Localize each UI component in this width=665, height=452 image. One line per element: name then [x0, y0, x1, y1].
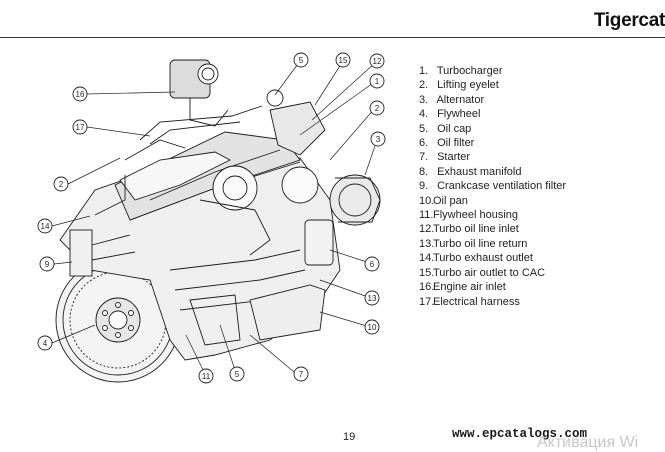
callout-7: 7 — [293, 366, 309, 382]
legend-item: 17.Electrical harness — [419, 295, 520, 308]
legend-item: 3. Alternator — [419, 93, 485, 106]
callout-1: 1 — [369, 73, 385, 89]
svg-text:3: 3 — [376, 135, 381, 144]
legend-item: 7. Starter — [419, 151, 471, 164]
callout-4: 4 — [37, 335, 53, 351]
svg-text:9: 9 — [45, 260, 50, 269]
legend-item: 5. Oil cap — [419, 122, 472, 135]
svg-text:17: 17 — [76, 123, 85, 132]
legend-item: 4. Flywheel — [419, 108, 481, 121]
legend-item: 11.Flywheel housing — [419, 209, 518, 222]
flywheel-drawing — [55, 257, 181, 383]
callout-6: 6 — [364, 256, 380, 272]
svg-text:15: 15 — [339, 56, 348, 65]
svg-text:1: 1 — [375, 77, 380, 86]
leader-lines — [51, 60, 378, 375]
callout-3: 3 — [370, 131, 386, 147]
legend-item: 14.Turbo exhaust outlet — [419, 252, 533, 265]
svg-text:6: 6 — [370, 260, 375, 269]
svg-text:13: 13 — [368, 294, 377, 303]
legend-item: 12.Turbo oil line inlet — [419, 223, 519, 236]
legend-item: 9. Crankcase ventilation filter — [419, 180, 567, 193]
svg-text:16: 16 — [76, 90, 85, 99]
legend-item: 1. Turbocharger — [419, 65, 503, 77]
svg-text:12: 12 — [373, 57, 382, 66]
callout-10: 10 — [364, 319, 380, 335]
svg-text:5: 5 — [299, 56, 304, 65]
legend-item: 16.Engine air inlet — [419, 281, 506, 294]
callout-5-bottom: 5 — [229, 366, 245, 382]
brand-title: Tigercat — [593, 10, 665, 31]
callout-2-right: 2 — [369, 100, 385, 116]
svg-text:10: 10 — [368, 323, 377, 332]
svg-text:2: 2 — [375, 104, 380, 113]
callout-16: 16 — [72, 86, 88, 102]
callout-14: 14 — [37, 218, 53, 234]
callout-15: 15 — [335, 52, 351, 68]
callout-12: 12 — [369, 53, 385, 69]
svg-text:7: 7 — [299, 370, 304, 379]
engine-block-drawing — [59, 59, 381, 361]
page-number: 19 — [343, 431, 356, 443]
header-divider — [0, 37, 665, 38]
legend-item: 6. Oil filter — [419, 137, 475, 150]
legend-item: 13.Turbo oil line return — [419, 237, 528, 250]
svg-text:2: 2 — [59, 180, 64, 189]
callout-9: 9 — [39, 256, 55, 272]
callout-13: 13 — [364, 290, 380, 306]
svg-text:4: 4 — [43, 339, 48, 348]
parts-legend: 1. Turbocharger 2. Lifting eyelet 3. Alt… — [419, 64, 566, 309]
legend-item: 15.Turbo air outlet to CAC — [419, 266, 546, 279]
legend-item: 8. Exhaust manifold — [419, 165, 522, 178]
svg-text:11: 11 — [202, 372, 211, 381]
svg-text:14: 14 — [41, 222, 50, 231]
callout-2-left: 2 — [53, 176, 69, 192]
legend-item: 10.Oil pan — [419, 194, 468, 207]
svg-text:5: 5 — [235, 370, 240, 379]
callout-17: 17 — [72, 119, 88, 135]
activation-watermark: Активация Wi — [537, 434, 639, 451]
website-watermark[interactable]: www.epcatalogs.com — [452, 427, 588, 441]
callout-5-top: 5 — [293, 52, 309, 68]
callout-11: 11 — [198, 368, 214, 384]
engine-illustration: 16 17 2 14 9 4 11 5 7 5 15 12 1 2 3 6 13… — [37, 52, 386, 384]
legend-item: 2. Lifting eyelet — [419, 79, 499, 92]
